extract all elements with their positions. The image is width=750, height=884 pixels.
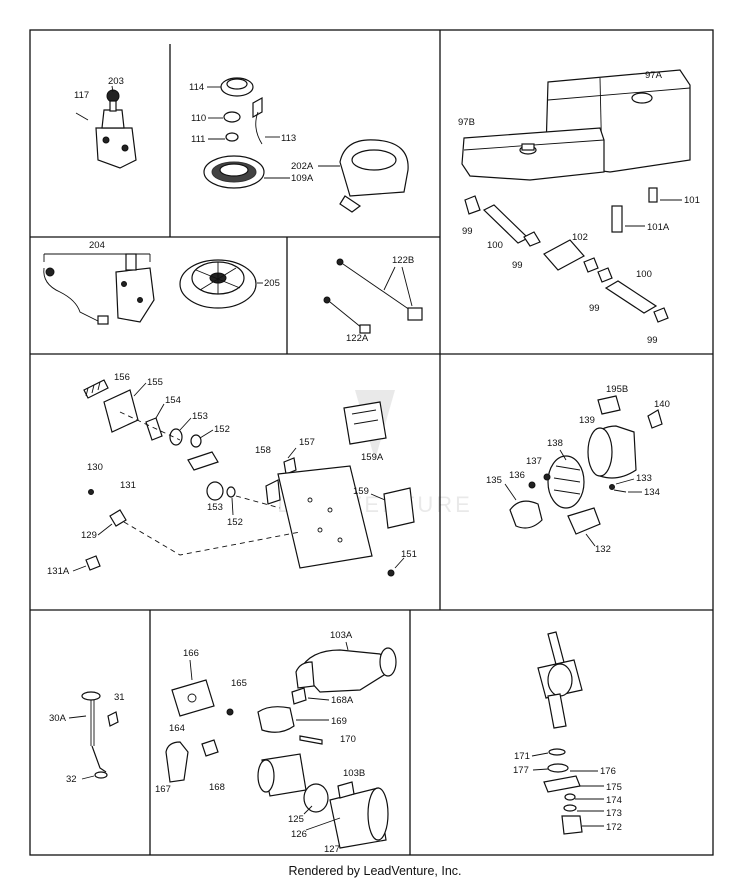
dipstick-group: 31 30A 32 bbox=[49, 691, 125, 785]
label-100b: 100 bbox=[636, 269, 652, 280]
label-127: 127 bbox=[324, 844, 340, 855]
label-154: 154 bbox=[165, 395, 181, 406]
label-156: 156 bbox=[114, 372, 130, 383]
label-151: 151 bbox=[401, 549, 417, 560]
label-169: 169 bbox=[331, 716, 347, 727]
label-138: 138 bbox=[547, 438, 563, 449]
label-122A: 122A bbox=[346, 333, 369, 344]
label-140: 140 bbox=[654, 399, 670, 410]
label-158: 158 bbox=[255, 445, 271, 456]
label-132: 132 bbox=[595, 544, 611, 555]
label-102: 102 bbox=[572, 232, 588, 243]
label-202A: 202A bbox=[291, 161, 314, 172]
label-110: 110 bbox=[191, 113, 206, 124]
panel-frames bbox=[29, 29, 714, 856]
label-125: 125 bbox=[288, 814, 304, 825]
label-165: 165 bbox=[231, 678, 247, 689]
label-203: 203 bbox=[108, 76, 124, 87]
label-133: 133 bbox=[636, 473, 652, 484]
label-157: 157 bbox=[299, 437, 315, 448]
wiring-group: 122B 122A bbox=[323, 255, 423, 344]
label-99b: 99 bbox=[512, 260, 523, 271]
footer-credit: Rendered by LeadVenture, Inc. bbox=[288, 864, 462, 878]
label-205: 205 bbox=[264, 278, 280, 289]
governor-group: 156 155 154 153 152 130 131 129 131A 158… bbox=[47, 372, 417, 577]
label-152b: 152 bbox=[227, 517, 243, 528]
air-cleaner-group: 195B 140 139 138 137 136 135 133 134 132 bbox=[486, 384, 670, 555]
muffler-group: 166 165 164 167 168 103A 168A 169 170 10… bbox=[155, 630, 397, 855]
label-99d: 99 bbox=[647, 335, 658, 346]
label-168: 168 bbox=[209, 782, 225, 793]
label-97B: 97B bbox=[458, 117, 475, 128]
label-100a: 100 bbox=[487, 240, 503, 251]
ignition-module-group: 117 203 bbox=[74, 76, 137, 169]
label-130: 130 bbox=[87, 462, 103, 473]
label-155: 155 bbox=[147, 377, 163, 388]
label-129: 129 bbox=[81, 530, 97, 541]
label-168A: 168A bbox=[331, 695, 354, 706]
label-134: 134 bbox=[644, 487, 660, 498]
label-159A: 159A bbox=[361, 452, 384, 463]
label-32: 32 bbox=[66, 774, 77, 785]
alternator-group: 204 205 bbox=[43, 240, 280, 325]
label-153b: 153 bbox=[207, 502, 223, 513]
label-113: 113 bbox=[281, 133, 296, 144]
label-173: 173 bbox=[606, 808, 622, 819]
label-166: 166 bbox=[183, 648, 199, 659]
label-131A: 131A bbox=[47, 566, 70, 577]
label-159: 159 bbox=[353, 486, 369, 497]
label-174: 174 bbox=[606, 795, 622, 806]
label-170: 170 bbox=[340, 734, 356, 745]
label-122B: 122B bbox=[392, 255, 414, 266]
label-152a: 152 bbox=[214, 424, 230, 435]
label-175: 175 bbox=[606, 782, 622, 793]
label-97A: 97A bbox=[645, 70, 663, 81]
label-30A: 30A bbox=[49, 713, 67, 724]
label-117: 117 bbox=[74, 90, 89, 101]
crankshaft-group: 171 177 176 175 174 173 172 bbox=[513, 631, 622, 835]
label-176: 176 bbox=[600, 766, 616, 777]
label-164: 164 bbox=[169, 723, 185, 734]
label-103A: 103A bbox=[330, 630, 353, 641]
label-195B: 195B bbox=[606, 384, 628, 395]
fuel-tank-group: 97A 97B 101 101A 99 100 99 102 100 99 99 bbox=[458, 69, 700, 346]
label-171: 171 bbox=[514, 751, 530, 762]
label-137: 137 bbox=[526, 456, 542, 467]
label-172: 172 bbox=[606, 822, 622, 833]
label-31: 31 bbox=[114, 692, 125, 703]
label-101: 101 bbox=[684, 195, 700, 206]
label-131: 131 bbox=[120, 480, 136, 491]
blower-housing-group: 114 110 111 113 202A 109A bbox=[189, 77, 409, 213]
label-204: 204 bbox=[89, 240, 105, 251]
label-99a: 99 bbox=[462, 226, 473, 237]
label-126: 126 bbox=[291, 829, 307, 840]
label-111: 111 bbox=[191, 134, 205, 145]
label-101A: 101A bbox=[647, 222, 670, 233]
label-135: 135 bbox=[486, 475, 502, 486]
label-103B: 103B bbox=[343, 768, 365, 779]
label-99c: 99 bbox=[589, 303, 600, 314]
label-177: 177 bbox=[513, 765, 529, 776]
label-136: 136 bbox=[509, 470, 525, 481]
label-167: 167 bbox=[155, 784, 171, 795]
label-139: 139 bbox=[579, 415, 595, 426]
label-153a: 153 bbox=[192, 411, 208, 422]
label-109A: 109A bbox=[291, 173, 314, 184]
label-114: 114 bbox=[189, 82, 204, 93]
